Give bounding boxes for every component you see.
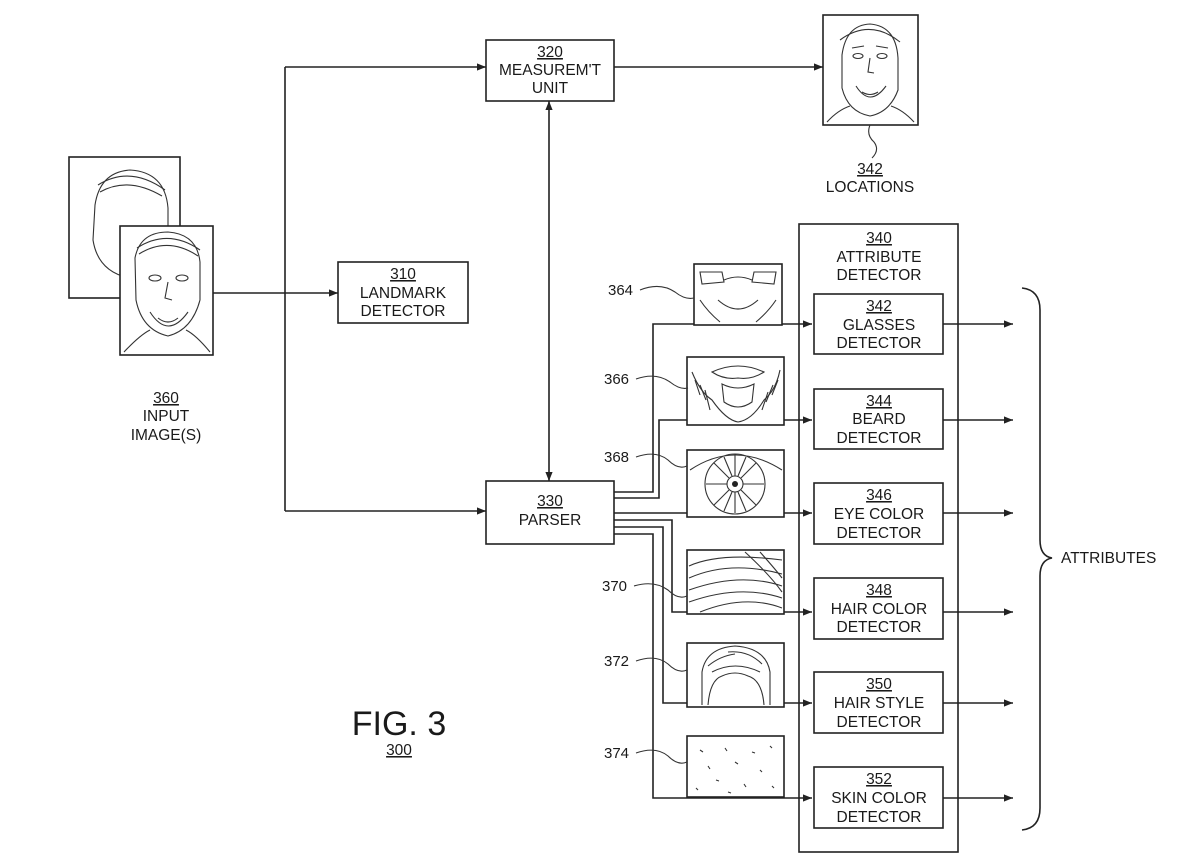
beard-region-icon [686, 356, 785, 426]
input-images-label-line2: IMAGE(S) [131, 427, 202, 444]
part-364-leader [639, 285, 695, 299]
hair-color-detector-number: 348 [866, 582, 892, 599]
part-368-label: 368 [604, 449, 629, 466]
measurement-unit-label-line2: UNIT [532, 80, 569, 97]
connectors [213, 63, 1013, 802]
part-364-label: 364 [608, 282, 633, 299]
part-370-label: 370 [602, 578, 627, 595]
beard-detector: 344 BEARD DETECTOR [813, 388, 944, 450]
hair-style-detector-label-line2: DETECTOR [837, 714, 922, 731]
part-366-label: 366 [604, 371, 629, 388]
eye-color-detector-label-line1: EYE COLOR [834, 506, 924, 523]
input-images-label-line1: INPUT [143, 408, 190, 425]
hair-style-detector-label-line1: HAIR STYLE [834, 695, 924, 712]
glasses-detector-label-line2: DETECTOR [837, 335, 922, 352]
landmark-detector-label-line2: DETECTOR [361, 303, 446, 320]
part-374-leader [635, 749, 688, 764]
skin-color-detector-label-line1: SKIN COLOR [831, 790, 927, 807]
attribute-detector-label-line1: ATTRIBUTE [837, 249, 922, 266]
beard-detector-label-line2: DETECTOR [837, 430, 922, 447]
hair-color-detector-label-line2: DETECTOR [837, 619, 922, 636]
skin-color-detector-label-line2: DETECTOR [837, 809, 922, 826]
parser-box [485, 480, 615, 545]
landmark-detector-number: 310 [390, 266, 416, 283]
attributes-brace [1021, 287, 1053, 831]
part-370-leader [633, 583, 688, 598]
glasses-detector-number: 342 [866, 298, 892, 315]
measurement-unit-label-line1: MEASUREM'T [499, 62, 602, 79]
skin-color-detector-number: 352 [866, 771, 892, 788]
locations-image [822, 14, 919, 159]
measurement-unit-number: 320 [537, 44, 563, 61]
hair-style-detector: 350 HAIR STYLE DETECTOR [813, 671, 944, 734]
part-374-label: 374 [604, 745, 629, 762]
input-images [68, 156, 214, 356]
part-366-leader [635, 375, 689, 389]
parser-label: PARSER [519, 512, 582, 529]
hairstyle-icon [686, 642, 785, 708]
eye-region-icon [686, 449, 785, 518]
figure-title: FIG. 3 [352, 705, 446, 743]
glasses-detector: 342 GLASSES DETECTOR [813, 293, 944, 355]
eye-color-detector-number: 346 [866, 487, 892, 504]
parser-number: 330 [537, 493, 563, 510]
input-images-number: 360 [153, 390, 179, 407]
beard-detector-label-line1: BEARD [852, 411, 905, 428]
attribute-detector-label-line2: DETECTOR [837, 267, 922, 284]
glasses-region-icon [693, 263, 783, 326]
hair-style-detector-number: 350 [866, 676, 892, 693]
landmark-detector-box [337, 261, 469, 324]
beard-detector-number: 344 [866, 393, 892, 410]
eye-color-detector: 346 EYE COLOR DETECTOR [813, 482, 944, 545]
locations-label: LOCATIONS [826, 179, 914, 196]
part-368-leader [635, 453, 688, 468]
glasses-detector-label-line1: GLASSES [843, 317, 915, 334]
part-372-label: 372 [604, 653, 629, 670]
skin-color-detector: 352 SKIN COLOR DETECTOR [813, 766, 944, 829]
eye-color-detector-label-line2: DETECTOR [837, 525, 922, 542]
hair-color-detector: 348 HAIR COLOR DETECTOR [813, 577, 944, 640]
attribute-detector-number: 340 [866, 230, 892, 247]
measurement-unit-box [485, 39, 615, 102]
hair-color-detector-label-line1: HAIR COLOR [831, 601, 927, 618]
part-372-leader [635, 657, 688, 672]
hair-texture-icon [686, 549, 785, 615]
landmark-detector-label-line1: LANDMARK [360, 285, 447, 302]
locations-number: 342 [857, 161, 883, 178]
attributes-label: ATTRIBUTES [1061, 550, 1156, 567]
attribute-detector-container [798, 223, 959, 853]
figure-number: 300 [386, 742, 412, 759]
skin-texture-icon [686, 735, 785, 798]
